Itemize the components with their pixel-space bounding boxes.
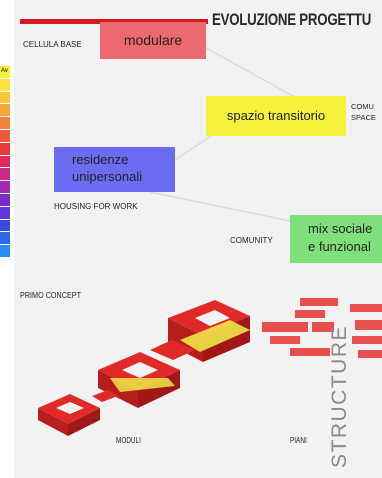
- legend-swatch: [0, 91, 10, 104]
- legend-swatch: [0, 155, 10, 168]
- mix-sociale-box: mix sociale e funzional: [290, 215, 382, 263]
- legend-swatch: [0, 78, 10, 91]
- title-accent-bar: [20, 19, 208, 24]
- moduli-label: MODULI: [116, 436, 141, 445]
- cellula-base-label: CELLULA BASE: [23, 40, 82, 49]
- legend-swatch: [0, 129, 10, 142]
- connector-line: [149, 191, 296, 223]
- piani-blocks: [262, 298, 382, 358]
- structure-label: STRUCTURE: [328, 325, 351, 468]
- legend-swatch: [0, 193, 10, 206]
- space-label: SPACE: [351, 113, 376, 122]
- legend-swatch: [0, 219, 10, 232]
- comu-label: COMU: [351, 102, 374, 111]
- legend-swatch: [0, 142, 10, 155]
- residenze-line-1: residenze: [72, 152, 129, 167]
- legend-swatch: [0, 245, 10, 257]
- primo-concept-label: PRIMO CONCEPT: [20, 290, 82, 300]
- modulare-box: modulare: [100, 22, 206, 59]
- residenze-box: residenze unipersonali: [54, 147, 175, 192]
- comunity-label: COMUNITY: [230, 236, 273, 245]
- legend-swatch: [0, 181, 10, 193]
- module-large: [168, 300, 250, 362]
- housing-for-work-label: HOUSING FOR WORK: [54, 202, 138, 211]
- mix-line-1: mix sociale: [308, 221, 373, 236]
- module-middle: [98, 340, 195, 408]
- color-legend: Av: [0, 66, 10, 258]
- legend-swatch: [0, 232, 10, 245]
- legend-swatch: [0, 168, 10, 181]
- piani-label: PIANI: [290, 436, 307, 445]
- module-small: [38, 390, 118, 436]
- mix-line-2: e funzional: [308, 239, 371, 254]
- legend-swatch: [0, 117, 10, 129]
- spazio-transitorio-box: spazio transitorio: [206, 96, 346, 136]
- legend-swatch: [0, 206, 10, 219]
- connector-line: [205, 47, 301, 101]
- legend-swatch: [0, 104, 10, 117]
- residenze-line-2: unipersonali: [72, 169, 143, 184]
- structure-label-wrap: STRUCTURE: [328, 288, 362, 468]
- legend-swatch: Av: [0, 66, 10, 78]
- diagram-title: EVOLUZIONE PROGETTU: [212, 10, 372, 29]
